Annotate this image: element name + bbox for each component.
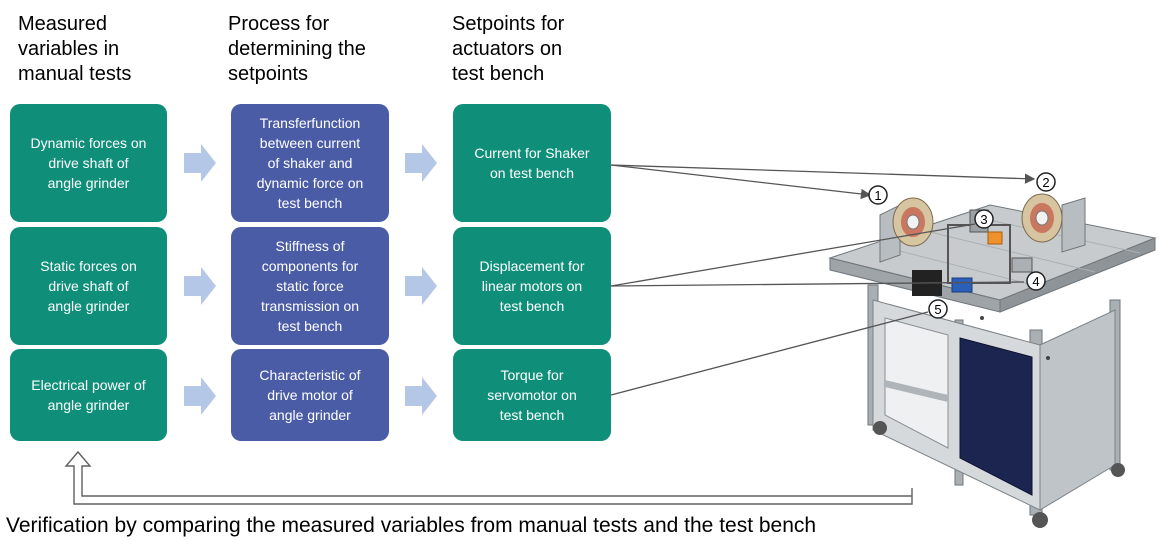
process-box-stiffness: Stiffness of components for static force…: [231, 227, 389, 345]
callout-3-label: 3: [980, 212, 987, 227]
bench-frame: [867, 284, 1121, 516]
feedback-arrow-icon: [64, 450, 913, 505]
connector-to-servomotor-5: [610, 311, 929, 396]
flow-arrow-icon: [184, 267, 216, 305]
callout-2-label: 2: [1042, 175, 1049, 190]
heading-setpoints: Setpoints for actuators on test bench: [452, 13, 565, 85]
flow-arrow-icon: [405, 377, 437, 415]
callout-4-label: 4: [1032, 274, 1039, 289]
connector-to-shaker-2: [610, 164, 1036, 184]
connector-to-linear-motor-3: [610, 223, 976, 287]
shaker-left: [879, 197, 934, 263]
heading-process: Process for determining the setpoints: [228, 13, 366, 85]
shaker-right: [1021, 193, 1086, 253]
connector-to-linear-motor-4: [610, 281, 1025, 287]
setpoint-box-shaker-current: Current for Shaker on test bench: [453, 104, 611, 222]
setpoint-box-servomotor-torque: Torque for servomotor on test bench: [453, 349, 611, 441]
measured-box-static-forces: Static forces on drive shaft of angle gr…: [10, 227, 167, 345]
flow-arrow-icon: [405, 267, 437, 305]
flow-arrow-icon: [405, 144, 437, 182]
process-box-drive-motor: Characteristic of drive motor of angle g…: [231, 349, 389, 441]
callout-1: 1: [868, 185, 888, 205]
callout-5: 5: [928, 299, 948, 319]
flow-arrow-icon: [184, 144, 216, 182]
flow-arrow-icon: [184, 377, 216, 415]
setpoint-box-linear-motors: Displacement for linear motors on test b…: [453, 227, 611, 345]
callout-1-label: 1: [874, 188, 881, 203]
process-box-transfer-function: Transferfunction between current of shak…: [231, 104, 389, 222]
connector-to-shaker-1: [610, 164, 872, 200]
heading-measured: Measured variables in manual tests: [18, 13, 132, 85]
callout-4: 4: [1026, 271, 1046, 291]
callout-3: 3: [974, 209, 994, 229]
verification-caption: Verification by comparing the measured v…: [6, 514, 817, 537]
callout-2: 2: [1036, 172, 1056, 192]
callout-5-label: 5: [934, 302, 941, 317]
measured-box-electrical-power: Electrical power of angle grinder: [10, 349, 167, 441]
caster-wheels: [873, 421, 1125, 528]
measured-box-dynamic-forces: Dynamic forces on drive shaft of angle g…: [10, 104, 167, 222]
